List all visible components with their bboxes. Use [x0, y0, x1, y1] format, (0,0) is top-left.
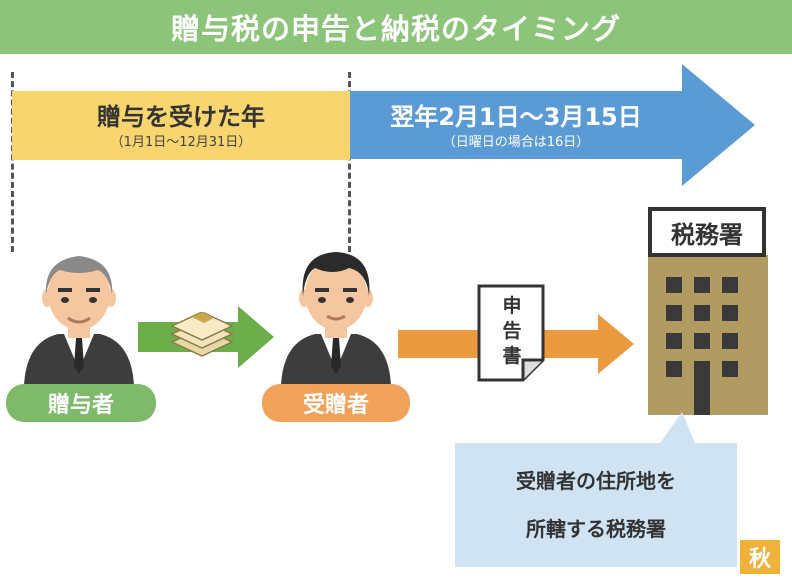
man-icon	[281, 252, 391, 386]
gift-year-band	[12, 91, 350, 160]
callout-line-2: 所轄する税務署	[526, 517, 666, 541]
gift-year-label: 贈与を受けた年	[97, 103, 265, 131]
document-text: 申 告 書	[477, 294, 547, 369]
building-icon	[648, 255, 768, 415]
callout-line-1: 受贈者の住所地を	[516, 469, 676, 493]
timeline-start-line	[11, 72, 14, 252]
elderly-man-icon	[24, 256, 134, 386]
giver-label: 贈与者	[6, 384, 156, 422]
filing-period-arrow	[350, 64, 755, 186]
tax-office-callout: 受贈者の住所地を 所轄する税務署	[455, 443, 737, 567]
tax-office-sign: 税務署	[648, 207, 766, 257]
document-char-2: 告	[502, 320, 522, 342]
document-char-1: 申	[502, 295, 522, 317]
money-bundle-icon	[170, 312, 234, 357]
receiver-label: 受贈者	[262, 384, 410, 422]
document-icon	[477, 284, 545, 382]
filing-period-label: 翌年2月1日〜3月15日	[390, 103, 642, 131]
document-char-3: 書	[502, 345, 522, 367]
title-bar: 贈与税の申告と納税のタイミング	[0, 0, 792, 54]
filing-period-note: （日曜日の場合は16日）	[442, 135, 590, 150]
timeline-divider-line	[348, 72, 351, 252]
logo-stamp: 秋	[740, 540, 780, 574]
gift-year-range: （1月1日〜12月31日）	[110, 135, 252, 150]
callout-pointer	[658, 412, 696, 446]
page-title: 贈与税の申告と納税のタイミング	[170, 12, 621, 46]
